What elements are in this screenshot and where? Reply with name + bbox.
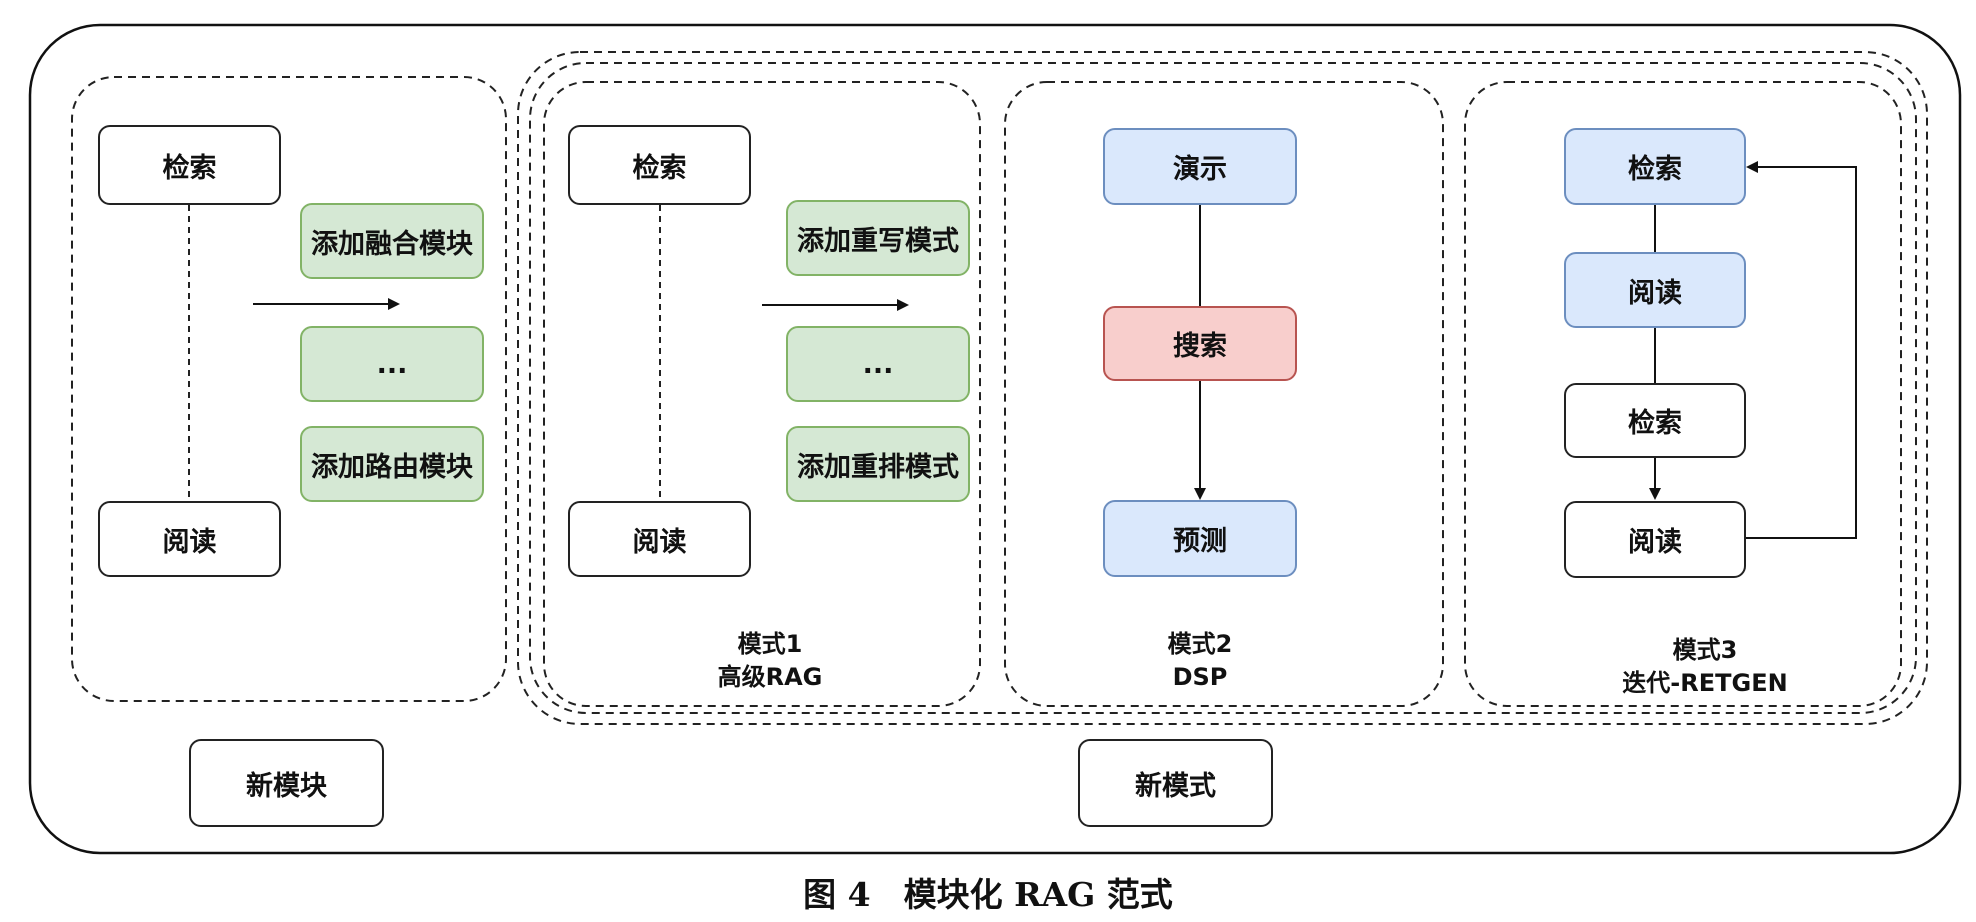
mode1-retrieve-box: 检索 <box>568 125 751 205</box>
search-box: 搜索 <box>1103 306 1297 381</box>
mode2-caption-line2: DSP <box>1172 663 1228 691</box>
mode3-caption-line2: 迭代-RETGEN <box>1622 669 1788 697</box>
mode1-read-box: 阅读 <box>568 501 751 577</box>
mode3-caption: 模式3 迭代-RETGEN <box>1570 634 1840 700</box>
left-retrieve-box: 检索 <box>98 125 281 205</box>
mode1-caption-line2: 高级RAG <box>717 663 823 691</box>
add-fusion-module-box: 添加融合模块 <box>300 203 484 279</box>
new-mode-box: 新模式 <box>1078 739 1273 827</box>
mode3-caption-line1: 模式3 <box>1672 636 1738 664</box>
outer-container <box>28 23 1962 855</box>
add-rerank-mode-box: 添加重排模式 <box>786 426 970 502</box>
modes-outer-dashed <box>517 51 1928 725</box>
left-ellipsis-box: ... <box>300 326 484 402</box>
predict-box: 预测 <box>1103 500 1297 577</box>
left-read-box: 阅读 <box>98 501 281 577</box>
add-rewrite-mode-box: 添加重写模式 <box>786 200 970 276</box>
mode1-ellipsis-box: ... <box>786 326 970 402</box>
figure-title: 图 4 模块化 RAG 范式 <box>803 875 1173 914</box>
mode3-retrieve-box-1: 检索 <box>1564 128 1746 205</box>
mode1-caption: 模式1 高级RAG <box>660 628 880 694</box>
mode3-retrieve-box-2: 检索 <box>1564 383 1746 458</box>
mode3-dashed-group <box>1464 81 1902 707</box>
add-routing-module-box: 添加路由模块 <box>300 426 484 502</box>
mode3-read-box-1: 阅读 <box>1564 252 1746 328</box>
new-module-box: 新模块 <box>189 739 384 827</box>
mode2-dashed-group <box>1004 81 1444 707</box>
mode1-caption-line1: 模式1 <box>737 630 803 658</box>
mode3-read-box-2: 阅读 <box>1564 501 1746 578</box>
mode1-dashed-group <box>543 81 981 707</box>
mode3-feedback-loop <box>1746 161 1857 539</box>
demo-box: 演示 <box>1103 128 1297 205</box>
left-dashed-group <box>71 76 507 702</box>
modes-inner-dashed <box>529 62 1917 714</box>
mode2-caption-line1: 模式2 <box>1167 630 1233 658</box>
mode2-caption: 模式2 DSP <box>1100 628 1300 694</box>
